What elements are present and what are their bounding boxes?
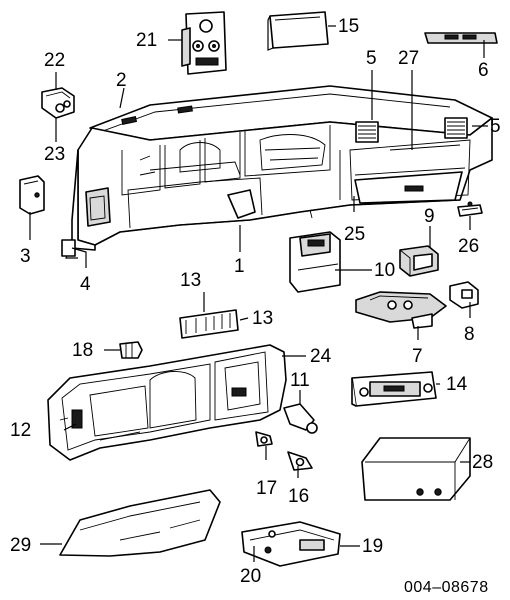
- callout-15: 15: [338, 16, 359, 37]
- bracket-8-part: [449, 281, 479, 309]
- callout-19: 19: [362, 536, 383, 557]
- callout-29: 29: [10, 535, 31, 556]
- callout-21: 21: [136, 30, 157, 51]
- heater-control-part: [181, 11, 227, 75]
- callout-labels: 1 2 3 4 5 5 6 7 8 9 10 11 12 13 13 14 15…: [10, 16, 501, 596]
- switch-bezel-part: [267, 11, 329, 51]
- end-cover-part: [19, 175, 45, 215]
- bracket-19-20-part: [241, 521, 341, 567]
- callout-24: 24: [310, 346, 332, 367]
- callout-9: 9: [424, 206, 435, 227]
- document-number: 004–08678: [404, 579, 489, 596]
- vent-13-part: [179, 309, 239, 339]
- callout-5-left: 5: [366, 48, 377, 69]
- callout-1: 1: [234, 256, 245, 277]
- console-cover-part: [361, 437, 471, 501]
- instrument-bezel-part: [47, 344, 287, 461]
- callout-7: 7: [412, 346, 423, 367]
- leader-lines: [29, 25, 488, 562]
- callout-14: 14: [446, 374, 468, 395]
- knee-bolster-part: [59, 489, 221, 557]
- bulb-16-part: [287, 451, 313, 471]
- callout-18: 18: [72, 340, 93, 361]
- socket-9-part: [399, 245, 439, 277]
- callout-22: 22: [44, 50, 65, 71]
- clip-18-part: [119, 341, 143, 359]
- compartment-part: [289, 231, 341, 293]
- housing-7-part: [355, 291, 447, 329]
- instrument-panel-assembly: [61, 85, 493, 259]
- bulb-17-part: [255, 431, 273, 447]
- top-trim-strip: [424, 32, 498, 44]
- callout-4: 4: [80, 274, 91, 295]
- switch-22-23-part: [41, 87, 75, 119]
- callout-16: 16: [288, 486, 309, 507]
- callout-8: 8: [464, 324, 475, 345]
- callout-6: 6: [478, 60, 489, 81]
- callout-25: 25: [344, 224, 365, 245]
- callout-20: 20: [240, 566, 261, 587]
- callout-13-right: 13: [252, 308, 273, 329]
- switch-11-part: [283, 403, 318, 434]
- callout-3: 3: [20, 246, 31, 267]
- callout-17: 17: [256, 478, 277, 499]
- radio-part: [351, 371, 437, 407]
- callout-2: 2: [116, 70, 127, 91]
- callout-13-top: 13: [180, 270, 201, 291]
- callout-11: 11: [290, 370, 310, 391]
- callout-5-right: 5: [490, 116, 501, 137]
- callout-12: 12: [10, 420, 31, 441]
- callout-10: 10: [374, 260, 395, 281]
- callout-26: 26: [458, 236, 479, 257]
- switch-26-part: [457, 201, 483, 217]
- callout-28: 28: [472, 452, 493, 473]
- callout-23: 23: [44, 144, 65, 165]
- callout-27: 27: [398, 48, 419, 69]
